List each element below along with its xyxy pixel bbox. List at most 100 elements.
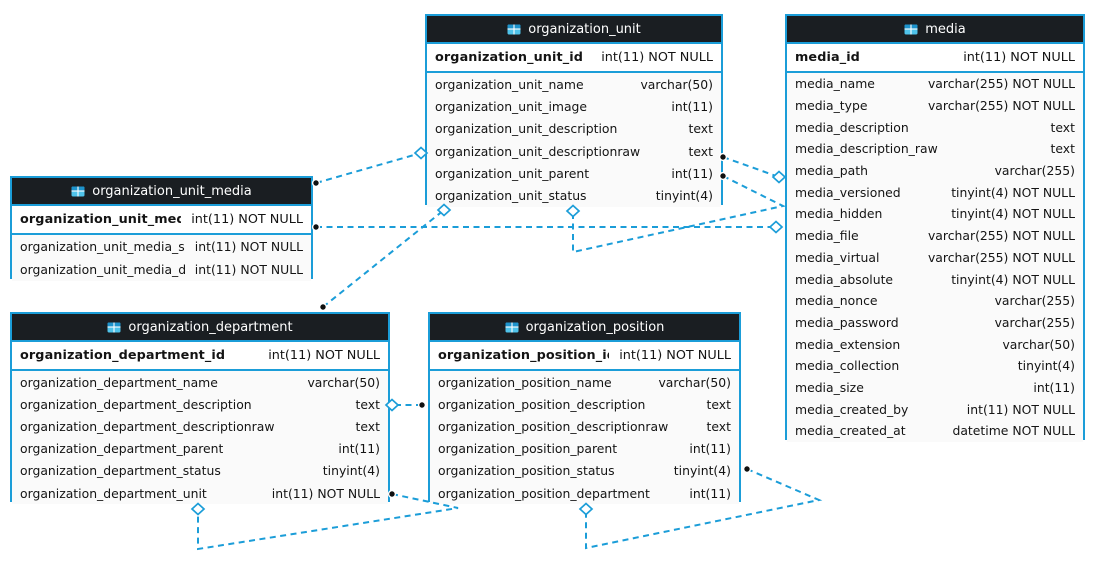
table-icon (904, 24, 918, 35)
table-icon (71, 186, 85, 197)
column-name: organization_position_department (438, 485, 650, 501)
column-type: text (355, 418, 380, 434)
primary-key-type: int(11) NOT NULL (963, 50, 1075, 65)
fk-organization-unit-media-src-to-organization-unit (315, 152, 422, 184)
table-header[interactable]: organization_unit (427, 16, 721, 44)
primary-key-name: organization_department_id (20, 348, 226, 363)
column-name: media_password (795, 314, 899, 330)
column-row: organization_unit_image int(11) (427, 95, 721, 118)
fk-organization-department-unit-to-organization-unit (322, 209, 445, 308)
column-type: varchar(255) NOT NULL (927, 98, 1075, 114)
column-name: media_name (795, 76, 875, 92)
column-type: text (706, 396, 731, 412)
primary-key-type: int(11) NOT NULL (619, 348, 731, 363)
table-media[interactable]: media media_id int(11) NOT NULL media_na… (785, 14, 1085, 442)
fk-dot-marker (311, 222, 321, 232)
column-type: int(11) NOT NULL (194, 239, 303, 254)
table-title: media (925, 21, 966, 37)
table-organization-department[interactable]: organization_department organization_dep… (10, 312, 390, 505)
table-header[interactable]: organization_unit_media (12, 178, 311, 206)
primary-key-name: organization_position_id (438, 348, 610, 363)
primary-key-row: organization_position_id int(11) NOT NUL… (430, 342, 739, 371)
ref-diamond-marker (190, 502, 206, 516)
table-organization-unit-media[interactable]: organization_unit_media organization_uni… (10, 176, 313, 281)
column-row: media_created_by int(11) NOT NULL (787, 398, 1083, 420)
column-name: media_absolute (795, 271, 894, 287)
table-title: organization_unit (528, 21, 641, 37)
column-name: media_created_at (795, 423, 906, 439)
column-name: media_created_by (795, 401, 909, 417)
table-header[interactable]: media (787, 16, 1083, 44)
column-name: organization_department_descriptionraw (20, 418, 275, 434)
column-name: organization_position_name (438, 374, 612, 390)
fk-organization-unit-image-to-media (722, 156, 780, 178)
column-type: text (1050, 141, 1075, 157)
column-type: varchar(255) NOT NULL (927, 76, 1075, 92)
column-row: organization_unit_media_src int(11) NOT N… (12, 235, 311, 258)
column-name: organization_department_unit (20, 485, 207, 501)
table-title: organization_unit_media (92, 183, 252, 199)
table-icon (507, 24, 521, 35)
column-name: organization_position_status (438, 463, 615, 479)
column-type: varchar(50) (640, 76, 713, 92)
column-name: organization_department_name (20, 374, 218, 390)
column-type: text (1050, 119, 1075, 135)
column-type: int(11) NOT NULL (194, 262, 303, 277)
column-type: varchar(255) (994, 163, 1075, 179)
table-header[interactable]: organization_department (12, 314, 388, 342)
column-type: int(11) (671, 98, 713, 114)
column-name: media_nonce (795, 293, 878, 309)
column-name: organization_unit_image (435, 98, 588, 114)
column-name: organization_unit_description (435, 121, 618, 137)
table-organization-unit[interactable]: organization_unit organization_unit_id i… (425, 14, 723, 207)
column-name: media_collection (795, 358, 900, 374)
column-type: int(11) (689, 441, 731, 457)
column-row: organization_department_descriptionraw te… (12, 415, 388, 438)
column-row: media_absolute tinyint(4) NOT NULL (787, 268, 1083, 290)
column-type: int(11) NOT NULL (271, 485, 380, 501)
ref-diamond-marker (565, 204, 581, 218)
primary-key-name: organization_unit_id (435, 50, 583, 65)
primary-key-type: int(11) NOT NULL (601, 50, 713, 65)
column-name: organization_unit_status (435, 188, 587, 204)
column-row: organization_department_unit int(11) NOT … (12, 481, 388, 505)
column-row: organization_unit_status tinyint(4) (427, 184, 721, 207)
table-title: organization_department (128, 319, 293, 335)
primary-key-row: organization_unit_media_id int(11) NOT N… (12, 206, 311, 235)
column-name: organization_department_description (20, 396, 252, 412)
primary-key-row: media_id int(11) NOT NULL (787, 44, 1083, 73)
primary-key-row: organization_department_id int(11) NOT N… (12, 342, 388, 371)
column-type: int(11) (689, 485, 731, 501)
table-header[interactable]: organization_position (430, 314, 739, 342)
column-type: int(11) NOT NULL (966, 401, 1075, 417)
primary-key-name: media_id (795, 50, 860, 65)
column-type: text (688, 143, 713, 159)
column-name: media_versioned (795, 184, 901, 200)
column-name: media_extension (795, 336, 901, 352)
column-type: tinyint(4) (655, 188, 713, 204)
table-organization-position[interactable]: organization_position organization_posit… (428, 312, 741, 505)
column-type: tinyint(4) NOT NULL (951, 271, 1075, 287)
column-name: organization_unit_media_src (20, 239, 185, 254)
